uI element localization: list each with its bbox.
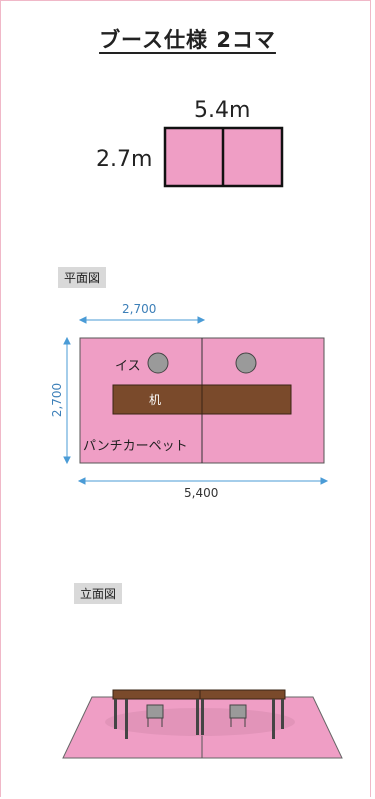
chair-right bbox=[235, 352, 257, 374]
elevation-chair-right bbox=[229, 704, 247, 727]
dim-arrow-top bbox=[78, 316, 206, 324]
dim-arrow-bottom bbox=[77, 477, 329, 485]
overview-width-label: 5.4m bbox=[194, 98, 251, 123]
dim-bottom-label: 5,400 bbox=[184, 486, 219, 500]
overview-height-label: 2.7m bbox=[96, 147, 153, 172]
elevation-desk bbox=[112, 689, 286, 739]
page-title: ブース仕様 2コマ bbox=[99, 28, 276, 52]
dim-top-label: 2,700 bbox=[122, 302, 157, 316]
desk-label: 机 bbox=[149, 393, 162, 407]
overview-booth bbox=[163, 126, 284, 188]
plan-section-label: 平面図 bbox=[58, 267, 107, 288]
dim-left-label: 2,700 bbox=[50, 382, 65, 418]
elevation-section-label: 立面図 bbox=[74, 583, 123, 604]
chair-left bbox=[147, 352, 169, 374]
elevation-chair-left bbox=[146, 704, 164, 727]
dim-arrow-left bbox=[63, 336, 71, 465]
chair-label: イス bbox=[115, 359, 141, 374]
carpet-label: パンチカーペット bbox=[83, 439, 188, 454]
